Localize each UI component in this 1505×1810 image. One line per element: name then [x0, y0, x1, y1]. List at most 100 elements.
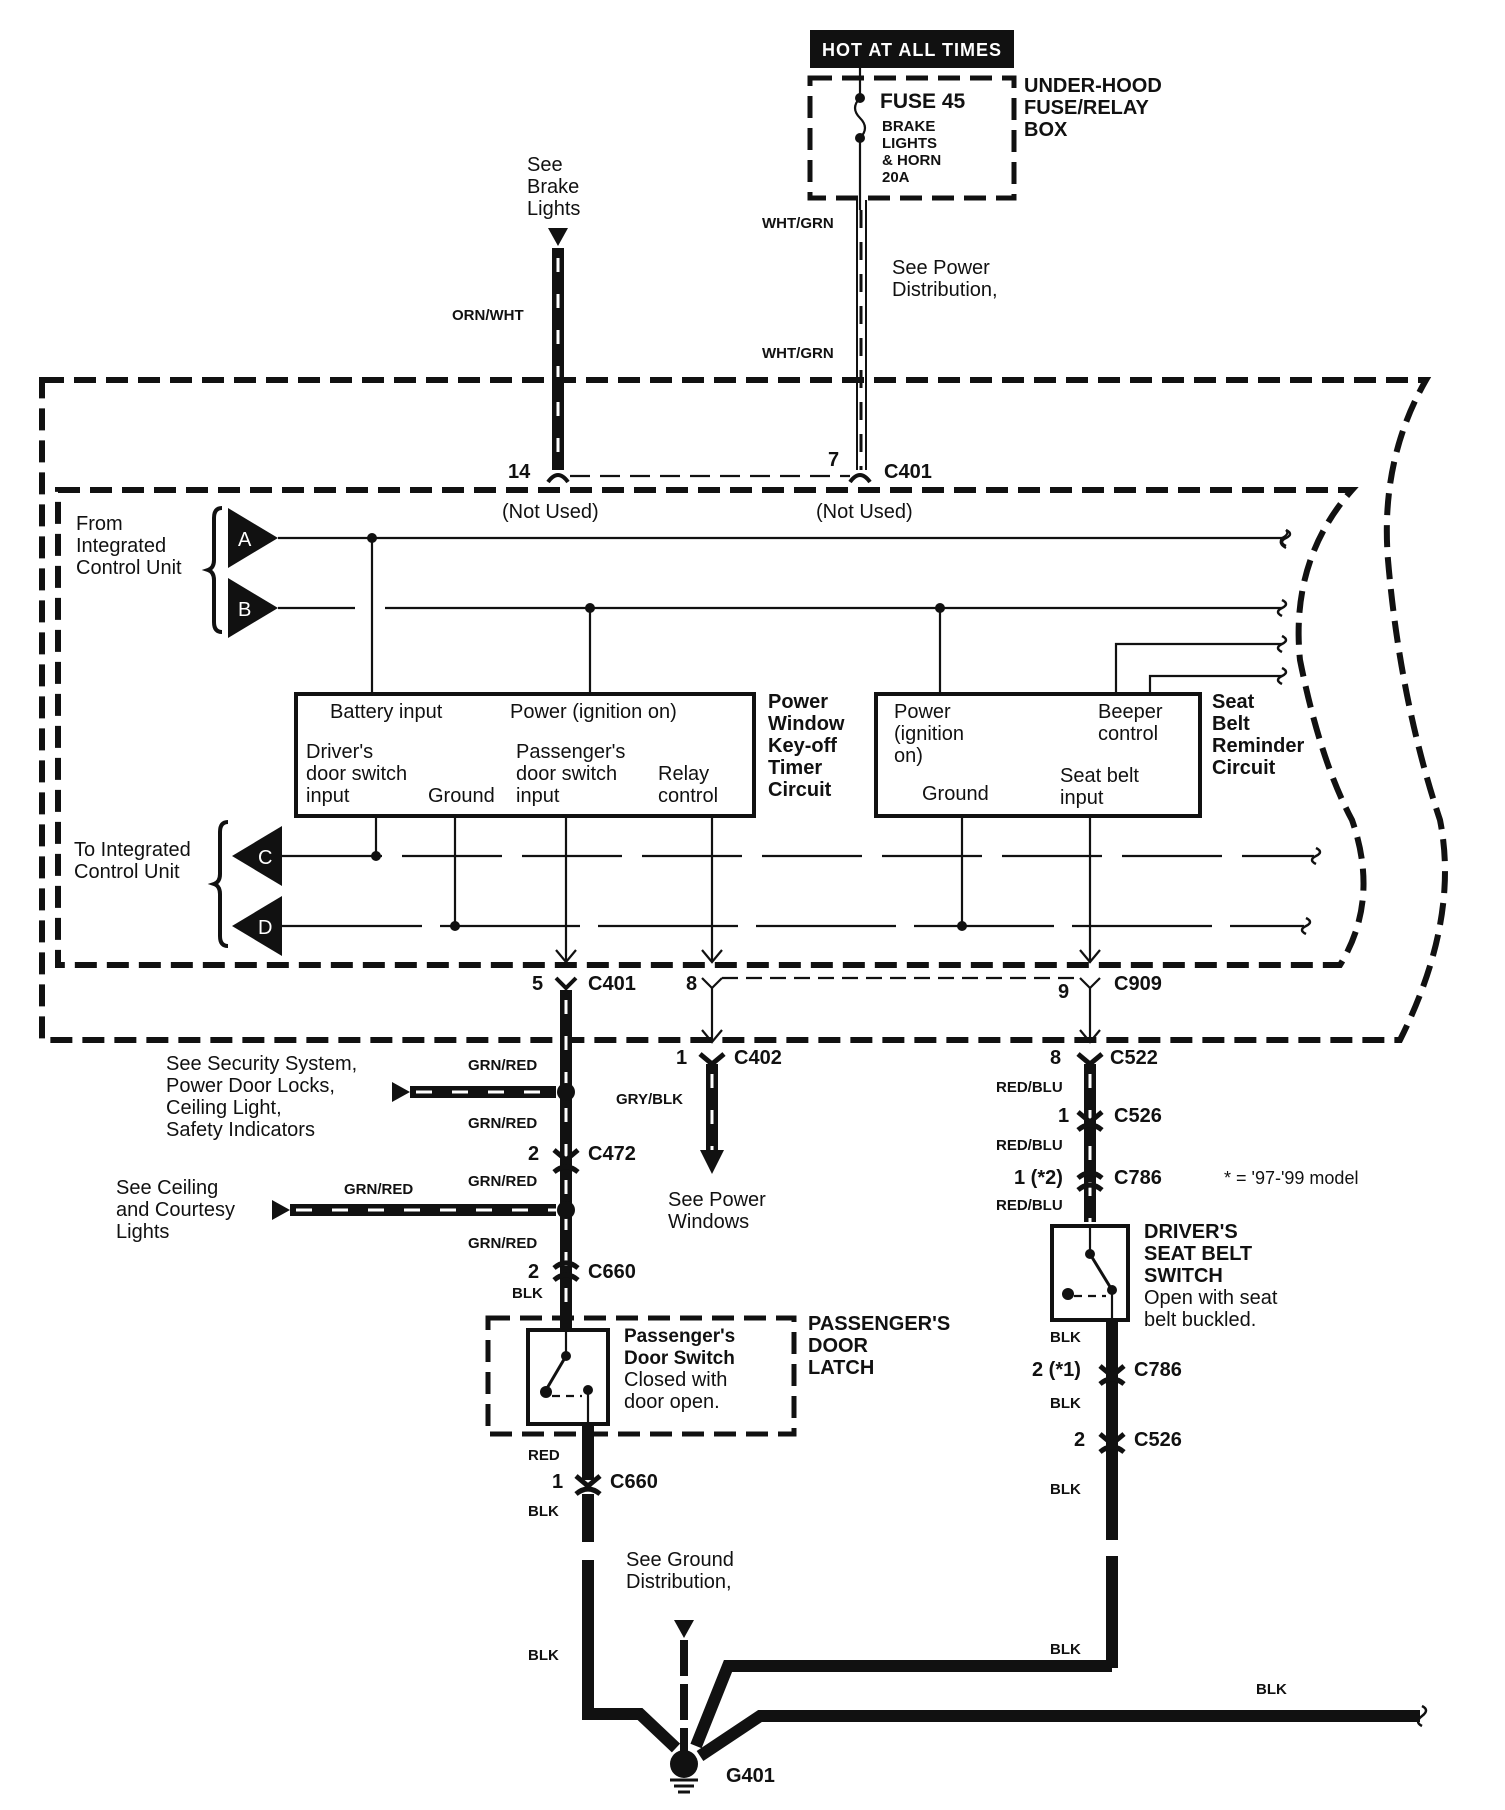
footnote: * = '97-'99 model — [1224, 1168, 1358, 1188]
pw-title: Power — [768, 691, 828, 713]
connector-c660-bottom: C660 — [610, 1471, 658, 1493]
sb-title: Circuit — [1212, 757, 1276, 779]
continuation-icon — [1416, 1704, 1428, 1728]
driver-switch-label: SWITCH — [1144, 1265, 1223, 1287]
fuse-desc-line: BRAKE — [882, 118, 935, 135]
terminal-b-label: B — [238, 599, 251, 621]
pin-1-c786: 1 (*2) — [1014, 1167, 1063, 1189]
see-security: Safety Indicators — [166, 1119, 315, 1141]
fuse-box-outline — [807, 75, 1017, 201]
pin-1-c402: 1 — [676, 1047, 687, 1069]
outer-enclosure — [39, 377, 1448, 1043]
sb-input: input — [1060, 787, 1104, 809]
sb-title: Belt — [1212, 713, 1250, 735]
brace — [201, 506, 223, 634]
inner-enclosure — [55, 487, 1367, 968]
fuse-desc-line: 20A — [882, 169, 910, 186]
connector-c472: C472 — [588, 1143, 636, 1165]
see-brake-lights: Lights — [527, 198, 580, 220]
wire-label-grn-red: GRN/RED — [468, 1235, 537, 1252]
driver-switch-label: DRIVER'S — [1144, 1221, 1238, 1243]
wire-label-orn-wht: ORN/WHT — [452, 307, 524, 324]
wire-label-blk: BLK — [1050, 1641, 1081, 1658]
sb-title: Seat — [1212, 691, 1255, 713]
wire-label-grn-red: GRN/RED — [468, 1173, 537, 1190]
from-icu-label: Integrated — [76, 535, 166, 557]
pin-5: 5 — [532, 973, 543, 995]
connector-c526-top: C526 — [1114, 1105, 1162, 1127]
pin-1-c660: 1 — [552, 1471, 563, 1493]
fuse-desc-line: & HORN — [882, 152, 941, 169]
wire-label-blk: BLK — [528, 1503, 559, 1520]
wire-grn-red-branch-ceiling — [272, 1200, 556, 1220]
sb-beeper: control — [1098, 723, 1158, 745]
pw-passenger-switch: Passenger's — [516, 741, 625, 763]
from-icu-label: From — [76, 513, 123, 535]
passenger-door-switch — [526, 1328, 610, 1426]
connector-c402: C402 — [734, 1047, 782, 1069]
connector-c526-bottom: C526 — [1134, 1429, 1182, 1451]
passenger-door-latch-outline — [485, 1315, 797, 1437]
pw-title: Window — [768, 713, 845, 735]
connector-c786-top: C786 — [1114, 1167, 1162, 1189]
switch-icon — [1062, 1226, 1117, 1320]
sb-power: Power — [894, 701, 951, 723]
wire-label-gry-blk: GRY/BLK — [616, 1091, 683, 1108]
sb-power: on) — [894, 745, 923, 767]
connector-c401-top: C401 — [884, 461, 932, 483]
connector-c786-bottom: C786 — [1134, 1359, 1182, 1381]
wire-label-blk: BLK — [528, 1647, 559, 1664]
wire-label-wht-grn: WHT/GRN — [762, 215, 834, 232]
pw-ground: Ground — [428, 785, 495, 807]
splice-dot — [557, 1083, 575, 1101]
wire-label-grn-red: GRN/RED — [468, 1057, 537, 1074]
wire-label-grn-red: GRN/RED — [468, 1115, 537, 1132]
sb-input: Seat belt — [1060, 765, 1139, 787]
pw-passenger-switch: door switch — [516, 763, 617, 785]
see-brake-lights: See — [527, 154, 563, 176]
pin-2-c660: 2 — [528, 1261, 539, 1283]
ground-wire-driver — [690, 1660, 1112, 1749]
pw-title: Key-off — [768, 735, 837, 757]
passenger-latch-label: LATCH — [808, 1357, 874, 1379]
pin-2-c786: 2 (*1) — [1032, 1359, 1081, 1381]
pw-battery-input: Battery input — [330, 701, 443, 723]
pw-title: Circuit — [768, 779, 832, 801]
seat-belt-reminder-box — [874, 692, 1202, 818]
passenger-switch-desc: Closed with — [624, 1369, 727, 1391]
terminal-d-label: D — [258, 917, 272, 939]
wire-grn-red-branch-security — [392, 1082, 556, 1102]
wire-label-red-blu: RED/BLU — [996, 1079, 1063, 1096]
passenger-switch-desc: door open. — [624, 1391, 720, 1413]
wire-label-blk: BLK — [1050, 1329, 1081, 1346]
sb-title: Reminder — [1212, 735, 1304, 757]
see-security: Ceiling Light, — [166, 1097, 282, 1119]
continuation-icons — [1276, 528, 1322, 936]
driver-switch-label: SEAT BELT — [1144, 1243, 1252, 1265]
pw-relay-control: Relay — [658, 763, 709, 785]
pin-8: 8 — [686, 973, 697, 995]
fuse-box-label: UNDER-HOOD — [1024, 75, 1162, 97]
sb-power: (ignition — [894, 723, 964, 745]
wire-label-wht-grn: WHT/GRN — [762, 345, 834, 362]
hot-at-all-times-banner — [810, 30, 1014, 68]
pin-2-c526: 2 — [1074, 1429, 1085, 1451]
pin-14: 14 — [508, 461, 531, 483]
pw-power-ign: Power (ignition on) — [510, 701, 677, 723]
passenger-latch-label: PASSENGER'S — [808, 1313, 950, 1335]
not-used-label: (Not Used) — [502, 501, 599, 523]
pw-title: Timer — [768, 757, 822, 779]
passenger-switch-title: Door Switch — [624, 1348, 735, 1369]
fuse-name: FUSE 45 — [880, 90, 966, 113]
passenger-latch-label: DOOR — [808, 1335, 869, 1357]
ground-g401: G401 — [726, 1765, 775, 1787]
see-power-distribution: Distribution, — [892, 279, 998, 301]
brace — [207, 820, 229, 948]
passenger-switch-title: Passenger's — [624, 1326, 735, 1347]
connector-c909: C909 — [1114, 973, 1162, 995]
wire-label-grn-red: GRN/RED — [344, 1181, 413, 1198]
pw-passenger-switch: input — [516, 785, 560, 807]
wire-label-blk: BLK — [1050, 1481, 1081, 1498]
wire-label-red-blu: RED/BLU — [996, 1137, 1063, 1154]
